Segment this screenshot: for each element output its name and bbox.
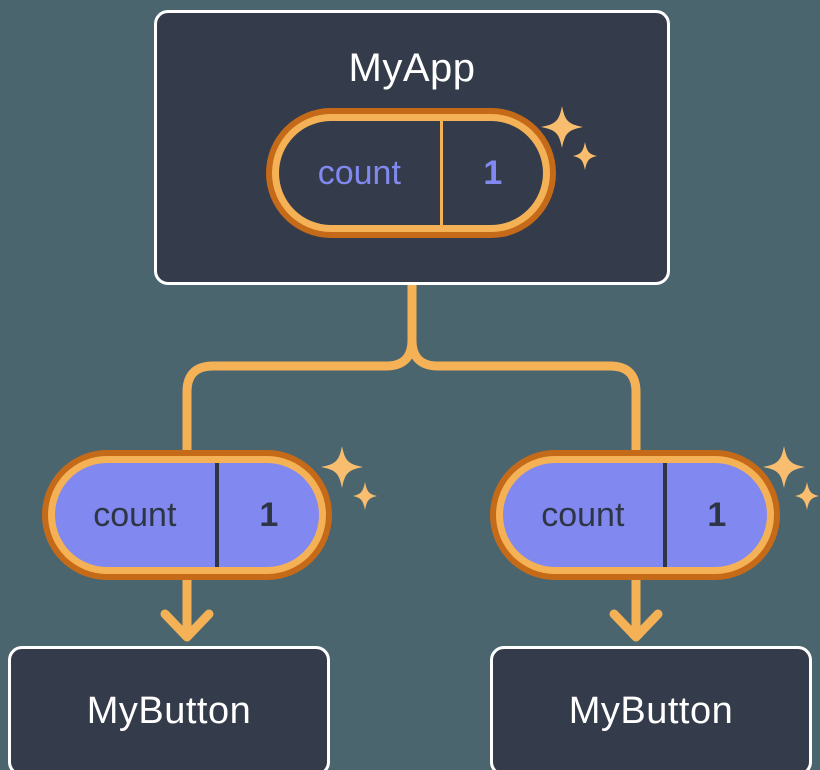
component-card-mybutton-left[interactable]: MyButton [8, 646, 330, 770]
arrow-head-right [609, 609, 663, 642]
state-key-label: count [55, 463, 219, 567]
state-pill-ring-inner: count 1 [496, 456, 774, 574]
component-label-myapp: MyApp [348, 46, 476, 90]
state-pill-ring-inner: count 1 [272, 114, 550, 232]
state-key-label: count [503, 463, 667, 567]
sparkle-icon [353, 482, 377, 510]
state-value-label: 1 [259, 495, 279, 534]
state-key-label: count [279, 121, 443, 225]
component-label-mybutton-right: MyButton [568, 690, 734, 732]
state-pill-child-right[interactable]: count 1 [490, 450, 780, 580]
state-value-label: 1 [707, 495, 727, 534]
connector-trunk-split [182, 280, 417, 475]
state-pill-child-left[interactable]: count 1 [42, 450, 332, 580]
state-pill-myapp[interactable]: count 1 [266, 108, 556, 238]
state-pill-body: count 1 [279, 121, 543, 225]
state-pill-body: count 1 [503, 463, 767, 567]
arrow-head-left [160, 609, 214, 642]
state-value-label: 1 [483, 153, 503, 192]
component-label-mybutton-left: MyButton [86, 690, 252, 732]
state-pill-body: count 1 [55, 463, 319, 567]
state-pill-ring-inner: count 1 [48, 456, 326, 574]
sparkle-icon [321, 446, 363, 488]
connector-trunk-split-right [407, 280, 641, 475]
sparkle-icon [795, 482, 819, 510]
component-card-mybutton-right[interactable]: MyButton [490, 646, 812, 770]
